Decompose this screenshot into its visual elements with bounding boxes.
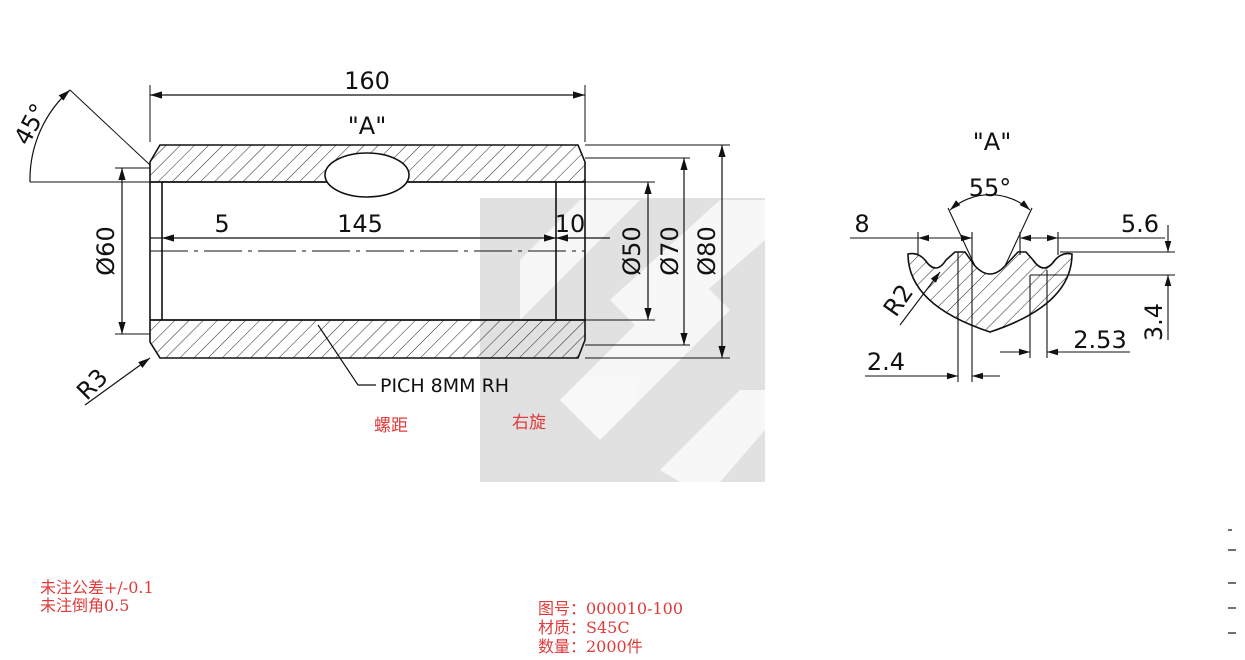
groove-length-dimension: 145 (337, 210, 383, 238)
bore-diameter: Ø60 (92, 226, 120, 275)
detail-depth: 3.4 (1140, 303, 1168, 341)
length-dimension: 160 (344, 67, 390, 95)
detail-a-view (907, 251, 1073, 333)
groove-dia-50: Ø50 (618, 226, 646, 275)
chamfer-angle: 45° (9, 99, 54, 150)
frame-edge-marks (1228, 529, 1236, 634)
right-step-dimension: 10 (555, 210, 586, 238)
detail-dim-56: 5.6 (1121, 210, 1159, 238)
detail-a-dimensions (850, 194, 1175, 382)
pitch-label-cn: 螺距 (374, 416, 408, 436)
quantity-label: 数量：2000件 (538, 637, 643, 656)
detail-radius: R2 (878, 279, 919, 321)
detail-dim-253: 2.53 (1073, 326, 1126, 354)
material-label: 材质：S45C (538, 618, 630, 637)
detail-angle: 55° (969, 174, 1012, 202)
detail-dim-24: 2.4 (867, 348, 905, 376)
extension-lines (30, 85, 730, 359)
general-chamfer-note: 未注倒角0.5 (40, 596, 130, 615)
detail-a-marker (324, 152, 410, 198)
dimension-lines (29, 89, 726, 406)
detail-dim-8: 8 (854, 210, 869, 238)
outer-diameter: Ø80 (693, 226, 721, 275)
groove-dia-70: Ø70 (656, 226, 684, 275)
detail-title: "A" (973, 128, 1012, 156)
left-step-dimension: 5 (214, 210, 229, 238)
section-tag: "A" (348, 112, 387, 140)
thread-note: PICH 8MM RH (380, 375, 509, 397)
corner-radius: R3 (71, 363, 113, 405)
drawing-number: 图号：000010-100 (538, 599, 684, 618)
general-tolerance-note: 未注公差+/-0.1 (40, 578, 154, 597)
rh-label-cn: 右旋 (512, 413, 546, 433)
